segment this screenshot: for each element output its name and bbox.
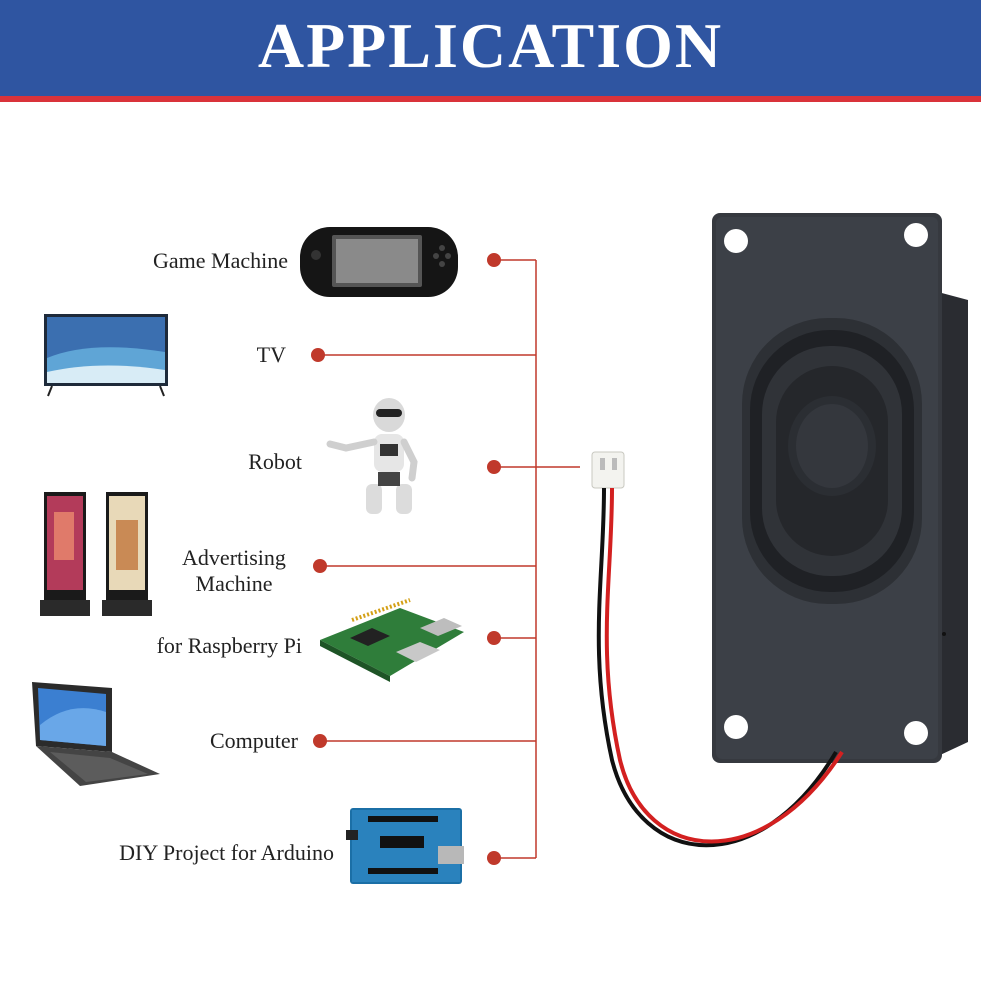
- connector-dot: [313, 559, 327, 573]
- connector-dot: [311, 348, 325, 362]
- connector-dot: [487, 631, 501, 645]
- connector-lines: [318, 259, 580, 859]
- raspberry-pi-board-icon: [320, 598, 464, 682]
- header-banner: [0, 0, 981, 96]
- label-raspberry-pi: for Raspberry Pi: [156, 633, 302, 658]
- connector-dots: [311, 253, 501, 865]
- robot-icon: [326, 398, 418, 514]
- connector-dot: [487, 253, 501, 267]
- label-game-machine: Game Machine: [153, 248, 288, 273]
- arduino-board-icon: [346, 808, 464, 884]
- label-computer: Computer: [210, 728, 298, 753]
- label-tv: TV: [256, 342, 286, 367]
- advertising-kiosk-icon: [40, 492, 152, 616]
- game-console-icon: [300, 227, 458, 297]
- laptop-icon: [32, 682, 160, 786]
- label-robot: Robot: [248, 449, 302, 474]
- label-arduino: DIY Project for Arduino: [119, 840, 334, 865]
- speaker-icon: [591, 213, 968, 848]
- header-stripe: [0, 96, 981, 102]
- label-advertising-machine: Advertising Machine: [182, 545, 286, 596]
- connector-dot: [487, 851, 501, 865]
- tv-icon: [44, 314, 168, 397]
- connector-dot: [313, 734, 327, 748]
- page-title: APPLICATION: [257, 10, 724, 81]
- connector-dot: [487, 460, 501, 474]
